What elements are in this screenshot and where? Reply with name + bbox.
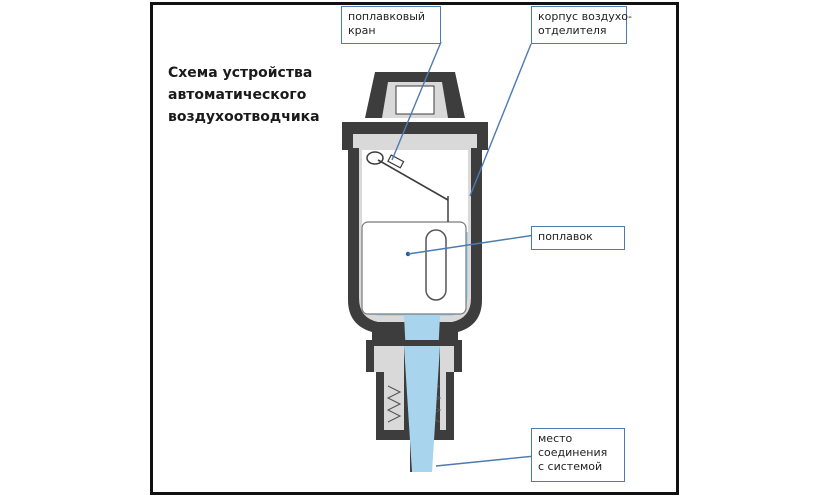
callout-float: поплавок [531, 226, 625, 250]
callout-connection-line-2: соединения [538, 446, 608, 459]
callout-connection-line-1: место [538, 432, 573, 445]
vent-cap [365, 72, 465, 118]
float-valve-lever [366, 151, 449, 222]
title-line-2: автоматического [168, 87, 307, 103]
callout-float-line-1: поплавок [538, 230, 593, 243]
callout-float-valve: поплавковый кран [341, 6, 441, 44]
leader-connection [435, 455, 536, 467]
title-line-1: Схема устройства [168, 65, 313, 81]
callout-connection: место соединения с системой [531, 428, 625, 482]
threaded-connector [366, 340, 462, 472]
callout-housing-line-2: отделителя [538, 24, 607, 37]
callout-float-valve-line-2: кран [348, 24, 376, 37]
callout-housing-line-1: корпус воздухо- [538, 10, 632, 23]
float [361, 221, 467, 315]
leader-float [407, 234, 536, 255]
callout-connection-line-3: с системой [538, 460, 603, 473]
leader-lines [391, 41, 536, 467]
callout-float-valve-line-1: поплавковый [348, 10, 426, 23]
title-line-3: воздухоотводчика [168, 109, 320, 125]
leader-housing [469, 43, 532, 197]
callout-housing: корпус воздухо- отделителя [531, 6, 632, 44]
diagram-title: Схема устройства автоматического воздухо… [168, 62, 320, 128]
leader-float-valve [391, 41, 442, 161]
